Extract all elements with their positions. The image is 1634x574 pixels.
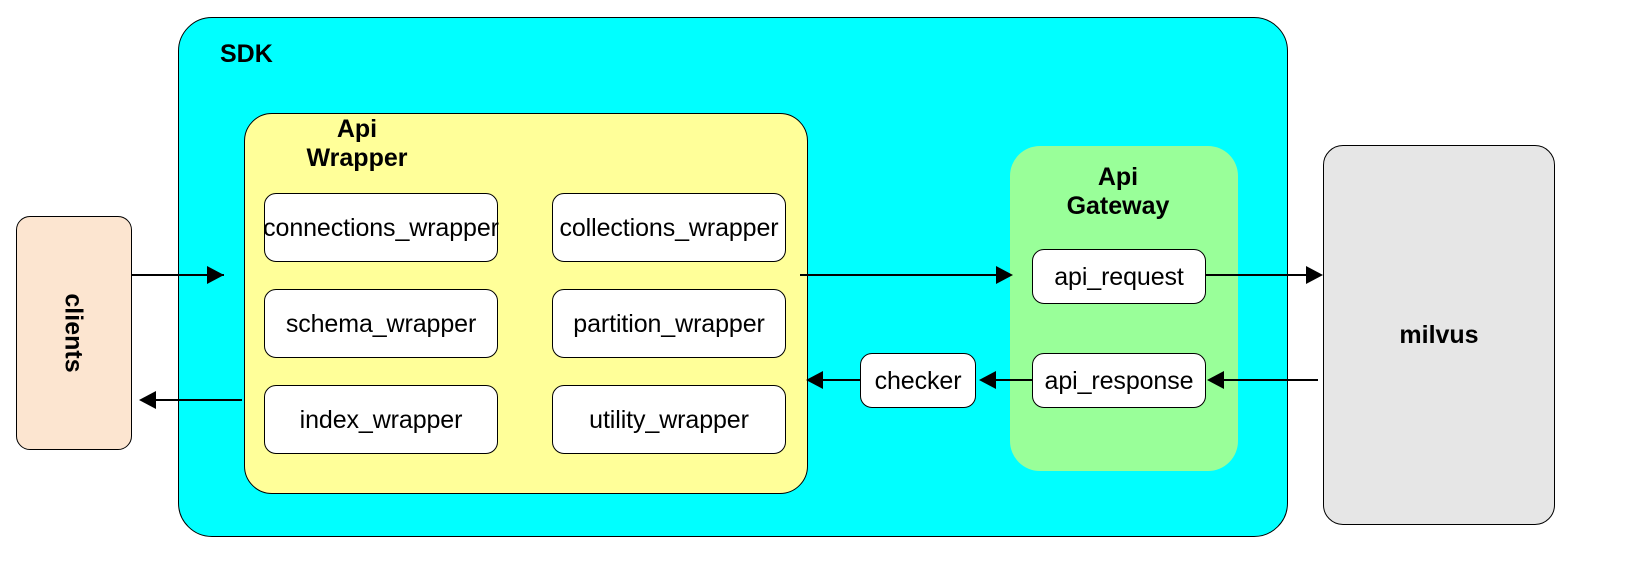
edge-milvus-to-api-response	[1216, 379, 1318, 381]
edge-api-request-to-milvus	[1206, 274, 1310, 276]
node-api-request[interactable]: api_request	[1032, 249, 1206, 304]
node-partition-wrapper[interactable]: partition_wrapper	[552, 289, 786, 358]
arrowhead-api-request-to-milvus-icon	[1306, 266, 1323, 284]
edge-sdk-to-clients	[148, 399, 242, 401]
api-wrapper-container-label: Api Wrapper	[306, 115, 408, 172]
edge-api-wrapper-to-api-gateway	[800, 274, 1000, 276]
arrowhead-milvus-to-api-response-icon	[1207, 371, 1224, 389]
arrowhead-api-wrapper-to-api-gateway-icon	[996, 266, 1013, 284]
node-schema-wrapper[interactable]: schema_wrapper	[264, 289, 498, 358]
node-collections-wrapper[interactable]: collections_wrapper	[552, 193, 786, 262]
node-connections-wrapper[interactable]: connections_wrapper	[263, 193, 499, 262]
node-utility-wrapper[interactable]: utility_wrapper	[552, 385, 786, 454]
api-gateway-container-label: Api Gateway	[1066, 163, 1170, 220]
node-milvus[interactable]: milvus	[1323, 145, 1555, 525]
api-gateway-container[interactable]	[1010, 146, 1238, 471]
node-api-response[interactable]: api_response	[1032, 353, 1206, 408]
sdk-container-label: SDK	[220, 40, 273, 68]
clients-label: clients	[59, 293, 88, 373]
edge-checker-to-api-wrapper	[818, 379, 860, 381]
arrowhead-checker-to-api-wrapper-icon	[806, 371, 823, 389]
edge-clients-to-sdk	[132, 274, 224, 276]
arrowhead-api-response-to-checker-icon	[979, 371, 996, 389]
edge-api-response-to-checker	[990, 379, 1032, 381]
node-clients[interactable]: clients	[16, 216, 132, 450]
node-index-wrapper[interactable]: index_wrapper	[264, 385, 498, 454]
node-checker[interactable]: checker	[860, 353, 976, 408]
arrowhead-sdk-to-clients-icon	[139, 391, 156, 409]
arrowhead-clients-to-sdk-icon	[207, 266, 224, 284]
